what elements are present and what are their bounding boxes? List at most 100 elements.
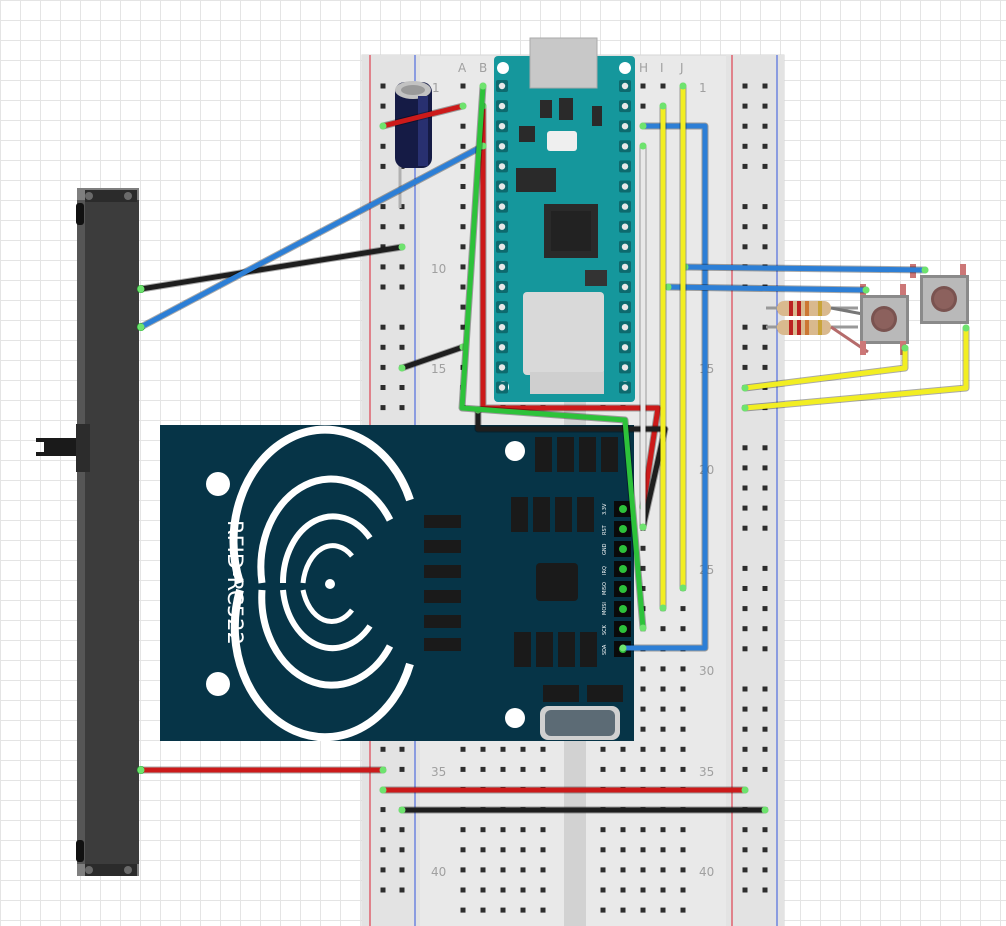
- breadboard-hole[interactable]: [380, 385, 386, 390]
- breadboard-hole[interactable]: [620, 847, 626, 853]
- breadboard-hole[interactable]: [640, 746, 646, 752]
- wire-black[interactable]: [475, 407, 668, 530]
- breadboard-hole[interactable]: [480, 887, 486, 893]
- breadboard-hole[interactable]: [742, 224, 748, 230]
- wire-blue[interactable]: [665, 284, 869, 293]
- breadboard-hole[interactable]: [640, 726, 646, 732]
- breadboard-hole[interactable]: [500, 827, 506, 833]
- breadboard-hole[interactable]: [399, 264, 405, 270]
- breadboard-hole[interactable]: [762, 726, 768, 732]
- breadboard-hole[interactable]: [460, 887, 466, 893]
- wire-yellow[interactable]: [742, 325, 969, 411]
- breadboard-hole[interactable]: [742, 485, 748, 491]
- wire-green[interactable]: [459, 83, 646, 631]
- breadboard-hole[interactable]: [460, 766, 466, 772]
- breadboard-hole[interactable]: [640, 586, 646, 591]
- breadboard-hole[interactable]: [640, 706, 646, 712]
- breadboard-hole[interactable]: [399, 766, 405, 772]
- breadboard-hole[interactable]: [540, 766, 546, 772]
- breadboard-hole[interactable]: [460, 867, 466, 873]
- breadboard-hole[interactable]: [520, 867, 526, 873]
- breadboard-hole[interactable]: [380, 103, 386, 109]
- breadboard-hole[interactable]: [620, 887, 626, 893]
- breadboard-hole[interactable]: [762, 485, 768, 491]
- breadboard-hole[interactable]: [480, 746, 486, 752]
- breadboard-hole[interactable]: [660, 827, 666, 833]
- breadboard-hole[interactable]: [500, 766, 506, 772]
- breadboard-hole[interactable]: [762, 83, 768, 89]
- breadboard-hole[interactable]: [680, 686, 686, 692]
- breadboard-hole[interactable]: [500, 847, 506, 853]
- breadboard-hole[interactable]: [620, 907, 626, 913]
- breadboard-hole[interactable]: [680, 907, 686, 913]
- breadboard-hole[interactable]: [660, 686, 666, 692]
- breadboard-hole[interactable]: [742, 827, 748, 833]
- breadboard-hole[interactable]: [620, 766, 626, 772]
- breadboard-hole[interactable]: [460, 83, 466, 89]
- breadboard-hole[interactable]: [520, 887, 526, 893]
- breadboard-hole[interactable]: [600, 887, 606, 893]
- breadboard-hole[interactable]: [762, 445, 768, 451]
- breadboard-hole[interactable]: [399, 385, 405, 390]
- breadboard-hole[interactable]: [660, 83, 666, 89]
- breadboard-hole[interactable]: [399, 847, 405, 853]
- breadboard-hole[interactable]: [460, 143, 466, 149]
- breadboard-hole[interactable]: [540, 746, 546, 752]
- breadboard-hole[interactable]: [399, 324, 405, 330]
- breadboard-hole[interactable]: [660, 626, 666, 632]
- wire-blue[interactable]: [138, 143, 486, 330]
- breadboard-hole[interactable]: [540, 887, 546, 893]
- breadboard-hole[interactable]: [762, 344, 768, 350]
- breadboard-hole[interactable]: [399, 204, 405, 210]
- breadboard-hole[interactable]: [762, 224, 768, 230]
- breadboard-hole[interactable]: [600, 907, 606, 913]
- breadboard-hole[interactable]: [500, 887, 506, 893]
- slider-knob[interactable]: [36, 424, 90, 472]
- breadboard-hole[interactable]: [640, 103, 646, 109]
- wire-black[interactable]: [138, 244, 405, 292]
- breadboard-hole[interactable]: [742, 626, 748, 632]
- breadboard-hole[interactable]: [762, 123, 768, 129]
- breadboard-hole[interactable]: [762, 505, 768, 511]
- wire-blue[interactable]: [620, 123, 708, 651]
- breadboard-hole[interactable]: [500, 907, 506, 913]
- breadboard-hole[interactable]: [380, 847, 386, 853]
- breadboard-hole[interactable]: [380, 867, 386, 873]
- breadboard-hole[interactable]: [460, 304, 466, 310]
- breadboard-hole[interactable]: [762, 887, 768, 893]
- breadboard-hole[interactable]: [680, 887, 686, 893]
- breadboard-hole[interactable]: [640, 847, 646, 853]
- breadboard-hole[interactable]: [460, 123, 466, 129]
- breadboard-hole[interactable]: [640, 565, 646, 571]
- breadboard-hole[interactable]: [460, 847, 466, 853]
- breadboard-hole[interactable]: [742, 204, 748, 210]
- breadboard-hole[interactable]: [460, 284, 466, 290]
- breadboard-hole[interactable]: [380, 364, 386, 370]
- breadboard-hole[interactable]: [380, 163, 386, 169]
- breadboard-hole[interactable]: [660, 847, 666, 853]
- breadboard-hole[interactable]: [762, 706, 768, 712]
- breadboard-hole[interactable]: [742, 565, 748, 571]
- breadboard-hole[interactable]: [742, 706, 748, 712]
- breadboard-hole[interactable]: [660, 726, 666, 732]
- breadboard-hole[interactable]: [742, 143, 748, 149]
- breadboard-hole[interactable]: [680, 867, 686, 873]
- breadboard-hole[interactable]: [600, 847, 606, 853]
- breadboard-hole[interactable]: [520, 847, 526, 853]
- breadboard-hole[interactable]: [520, 827, 526, 833]
- breadboard-hole[interactable]: [380, 887, 386, 893]
- breadboard-hole[interactable]: [742, 586, 748, 591]
- breadboard-hole[interactable]: [520, 766, 526, 772]
- breadboard-hole[interactable]: [762, 525, 768, 531]
- breadboard-hole[interactable]: [600, 766, 606, 772]
- breadboard-hole[interactable]: [762, 586, 768, 591]
- breadboard-hole[interactable]: [742, 646, 748, 652]
- breadboard-hole[interactable]: [762, 204, 768, 210]
- breadboard-hole[interactable]: [399, 887, 405, 893]
- breadboard-hole[interactable]: [742, 465, 748, 471]
- breadboard-hole[interactable]: [742, 163, 748, 169]
- breadboard-hole[interactable]: [762, 766, 768, 772]
- breadboard-hole[interactable]: [480, 847, 486, 853]
- breadboard-hole[interactable]: [742, 686, 748, 692]
- breadboard-hole[interactable]: [762, 364, 768, 370]
